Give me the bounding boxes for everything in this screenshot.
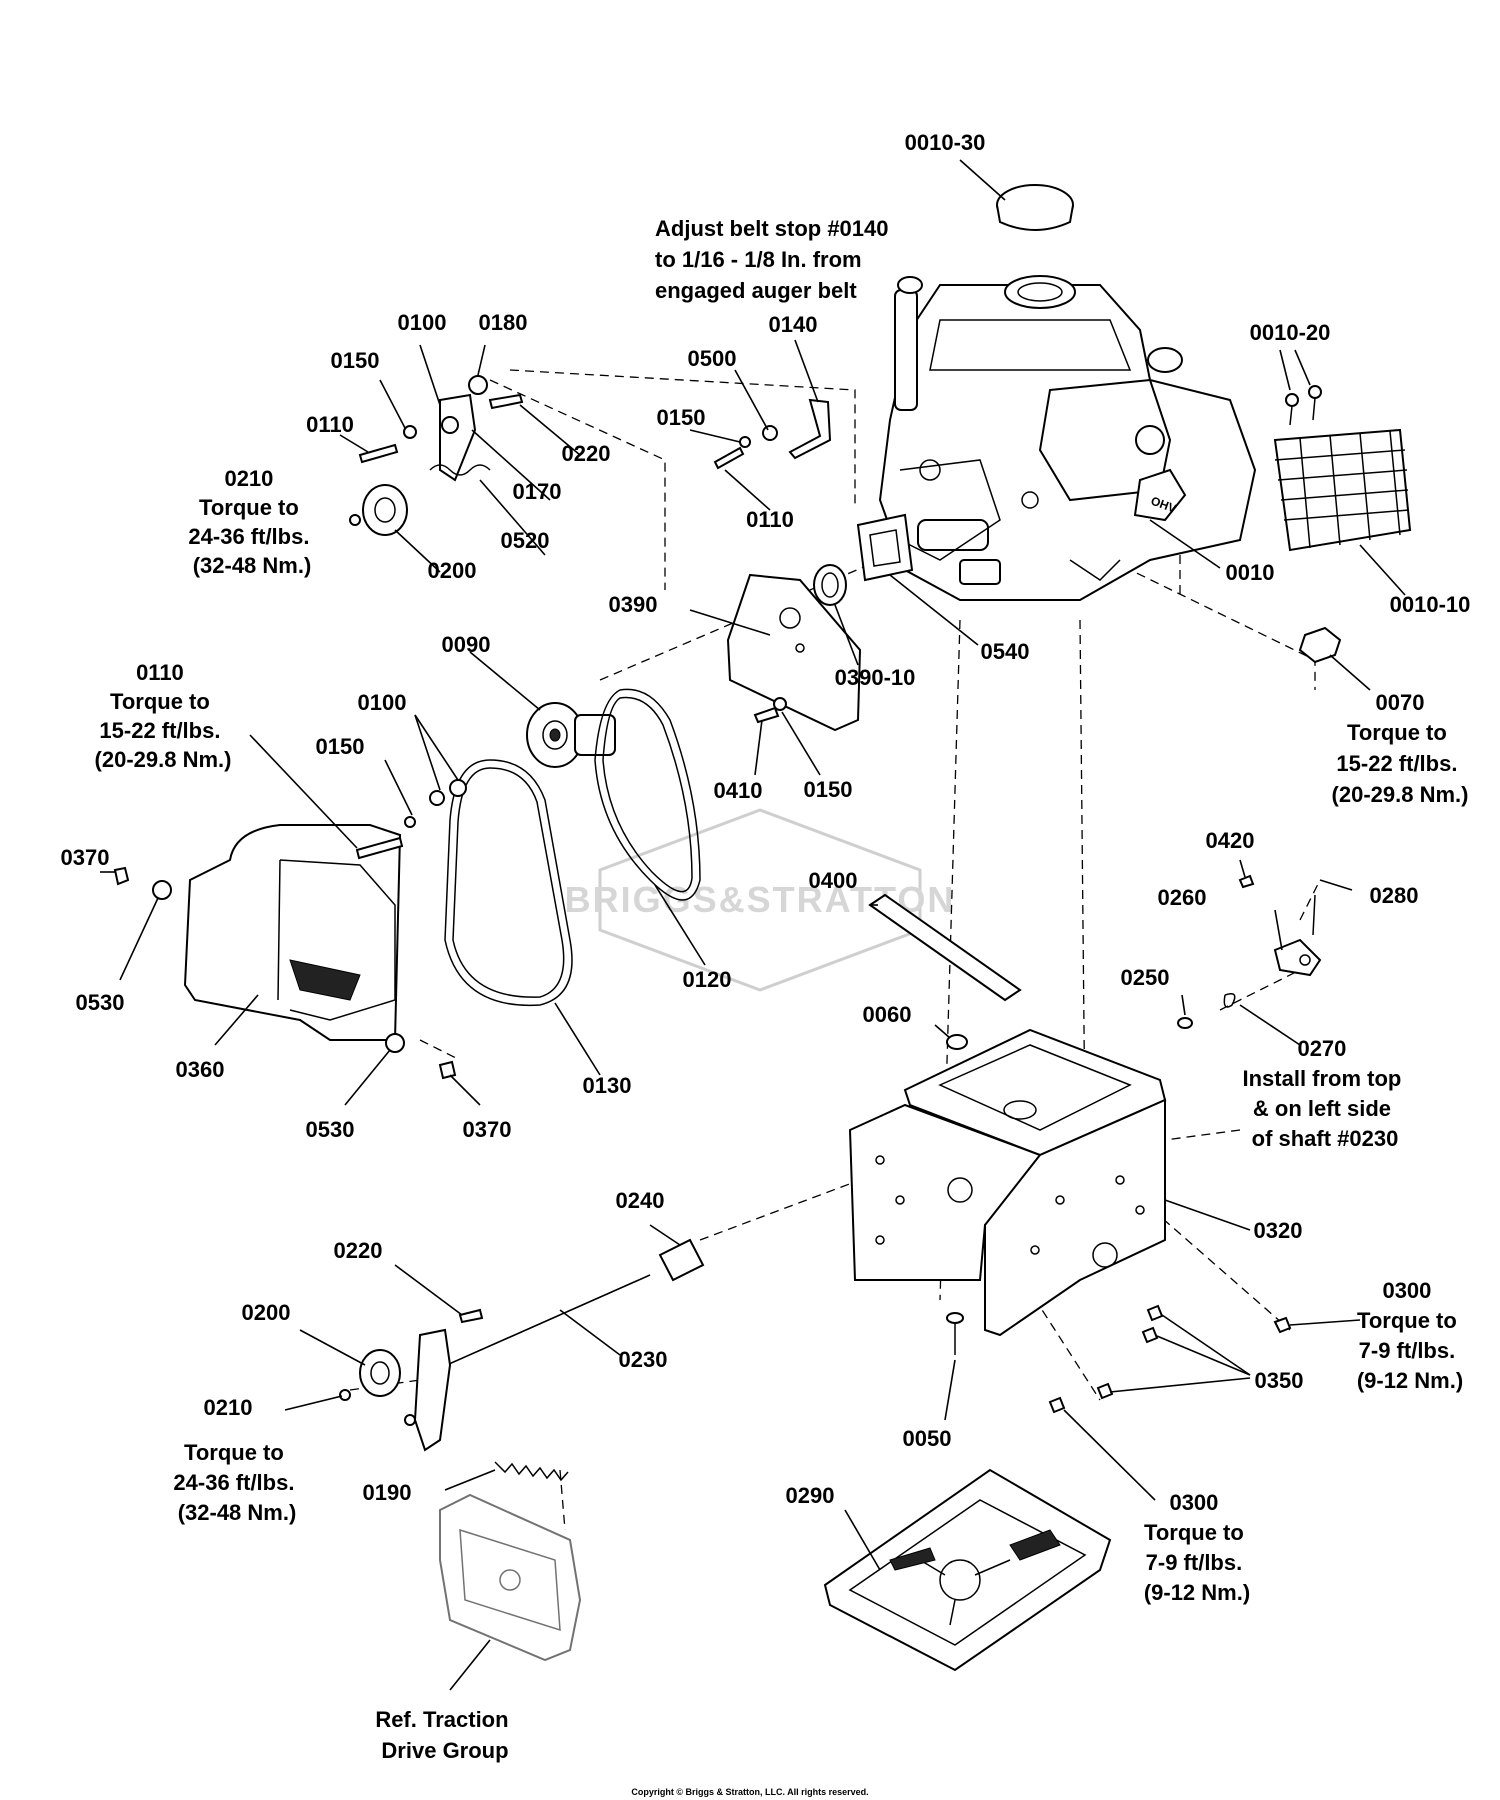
- note-0270-install: 0270 Install from top & on left side of …: [1242, 1036, 1407, 1151]
- callout-0100-mid: 0100: [358, 690, 407, 715]
- note-0210-torque-upper: 0210 Torque to 24-36 ft/lbs. (32-48 Nm.): [188, 466, 315, 578]
- callout-0350: 0350: [1255, 1368, 1304, 1393]
- nut-0070: [1298, 626, 1342, 664]
- washer-0390-10: [813, 564, 847, 606]
- callout-0130: 0130: [583, 1073, 632, 1098]
- frame-0320: [848, 1028, 1167, 1337]
- callout-0220-lower: 0220: [334, 1238, 383, 1263]
- callout-0500: 0500: [688, 346, 737, 371]
- belt-cover-0360: [183, 824, 402, 1041]
- callout-0210-lower: 0210: [204, 1395, 253, 1420]
- callout-0190: 0190: [363, 1480, 412, 1505]
- callout-0110-left: 0110: [306, 412, 354, 437]
- callout-0070: 0070: [1376, 690, 1425, 715]
- screw-0050: [946, 1312, 964, 1355]
- belt-guide-0390: [726, 573, 862, 732]
- callout-0390: 0390: [609, 592, 658, 617]
- pan-0290: [823, 1468, 1112, 1672]
- hardware-upper: [713, 425, 787, 724]
- copyright-text: Copyright © Briggs & Stratton, LLC. All …: [631, 1787, 868, 1797]
- callout-0400: 0400: [809, 868, 858, 893]
- strip-0400: [868, 893, 1022, 1002]
- callout-0540: 0540: [981, 639, 1030, 664]
- callout-0010-10: 0010-10: [1390, 592, 1471, 617]
- callout-0050: 0050: [903, 1426, 952, 1451]
- engine-assembly: OHV: [878, 184, 1257, 601]
- callout-0200-lower: 0200: [242, 1300, 291, 1325]
- note-0110-torque: 0110 Torque to 15-22 ft/lbs. (20-29.8 Nm…: [95, 660, 232, 772]
- callout-0320: 0320: [1254, 1218, 1303, 1243]
- callout-0010: 0010: [1226, 560, 1275, 585]
- belt-stop-0140: [788, 398, 832, 460]
- callout-0420: 0420: [1206, 828, 1255, 853]
- callout-0370-upper: 0370: [61, 845, 110, 870]
- callout-0390-10: 0390-10: [835, 665, 916, 690]
- shaft-0230: [439, 1274, 651, 1369]
- washer-0060: [946, 1034, 968, 1050]
- callout-labels: 0010-30 0010-20 0010 0010-10 0070 0140 0…: [61, 130, 1471, 1508]
- callout-0230: 0230: [619, 1347, 668, 1372]
- notes: Adjust belt stop #0140 to 1/16 - 1/8 In.…: [95, 216, 1469, 1763]
- pulley-0090: [526, 702, 616, 768]
- callout-0150-mid-left: 0150: [316, 734, 365, 759]
- note-0300-torque-bottom: 0300 Torque to 7-9 ft/lbs. (9-12 Nm.): [1144, 1490, 1250, 1605]
- note-ref-traction-drive: Ref. Traction Drive Group: [375, 1707, 514, 1763]
- callout-0150-left: 0150: [331, 348, 380, 373]
- callout-0220-upper: 0220: [562, 441, 611, 466]
- callout-0260: 0260: [1158, 885, 1207, 910]
- callout-0060: 0060: [863, 1002, 912, 1027]
- note-0070-torque: Torque to 15-22 ft/lbs. (20-29.8 Nm.): [1332, 720, 1469, 807]
- callout-0250: 0250: [1121, 965, 1170, 990]
- callout-0530-lower: 0530: [306, 1117, 355, 1142]
- callout-0180: 0180: [479, 310, 528, 335]
- spacer-0240: [658, 1238, 705, 1282]
- hardware-cover: [113, 866, 457, 1080]
- note-adjust-belt-stop: Adjust belt stop #0140 to 1/16 - 1/8 In.…: [655, 216, 895, 303]
- traction-drive-ref: [439, 1493, 582, 1662]
- belt-0120: [594, 688, 701, 901]
- callout-0010-20: 0010-20: [1250, 320, 1331, 345]
- note-0210-torque-lower: Torque to 24-36 ft/lbs. (32-48 Nm.): [173, 1440, 300, 1525]
- watermark: BRIGGS&STRATTON: [565, 808, 953, 992]
- callout-0200-upper: 0200: [428, 558, 477, 583]
- muffler-guard: [1273, 385, 1412, 552]
- belt-0130: [444, 759, 573, 1007]
- callout-0100-upper: 0100: [398, 310, 447, 335]
- linkage-upper: [1177, 874, 1322, 1029]
- callout-0520: 0520: [501, 528, 550, 553]
- callout-0170: 0170: [513, 479, 562, 504]
- callout-0090: 0090: [442, 632, 491, 657]
- idler-assembly-lower: [339, 1308, 484, 1452]
- callout-0360: 0360: [176, 1057, 225, 1082]
- callout-0280: 0280: [1370, 883, 1419, 908]
- callout-0240: 0240: [616, 1188, 665, 1213]
- callout-0010-30: 0010-30: [905, 130, 986, 155]
- gasket-0540: [856, 513, 914, 582]
- screws-frame: [1048, 1304, 1292, 1414]
- callout-0150-upper: 0150: [657, 405, 706, 430]
- spring-0190: [494, 1461, 569, 1482]
- callout-0370-lower: 0370: [463, 1117, 512, 1142]
- callout-0290: 0290: [786, 1483, 835, 1508]
- callout-0150-mid: 0150: [804, 777, 853, 802]
- idler-assembly-upper: [349, 375, 524, 536]
- callout-0120: 0120: [683, 967, 732, 992]
- callout-0140: 0140: [769, 312, 818, 337]
- callout-0530-upper: 0530: [76, 990, 125, 1015]
- callout-0110-upper: 0110: [746, 507, 794, 532]
- leader-lines: [100, 159, 1406, 1691]
- callout-0410: 0410: [714, 778, 763, 803]
- hardware-middle: [355, 779, 467, 860]
- note-0300-torque-right: 0300 Torque to 7-9 ft/lbs. (9-12 Nm.): [1357, 1278, 1463, 1393]
